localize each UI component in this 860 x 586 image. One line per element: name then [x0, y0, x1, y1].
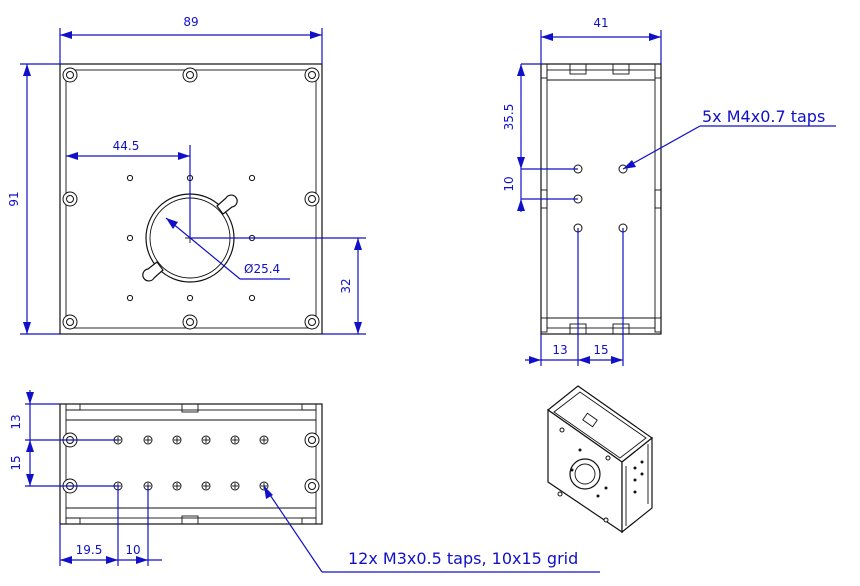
tap-height-label: 35.5 — [502, 104, 516, 131]
tap-spacing-v-label: 10 — [502, 176, 516, 191]
isometric-view — [547, 385, 653, 534]
row-offset-label: 13 — [9, 414, 23, 429]
side-width-label: 41 — [593, 16, 608, 30]
side-view-dimensions: 41 35.5 10 13 15 5x M4x0.7 taps — [502, 16, 836, 366]
m4-taps-note: 5x M4x0.7 taps — [702, 107, 825, 126]
center-offset-x-label: 44.5 — [113, 139, 140, 153]
front-width-label: 89 — [183, 15, 198, 29]
tap-spacing-h-label: 15 — [593, 343, 608, 357]
front-view-dimensions: 89 91 44.5 32 Ø25.4 — [7, 15, 366, 335]
center-offset-y-label: 32 — [339, 278, 353, 293]
row-spacing-label: 15 — [9, 455, 23, 470]
col-spacing-label: 10 — [125, 543, 140, 557]
m3-taps-note: 12x M3x0.5 taps, 10x15 grid — [348, 549, 578, 568]
bottom-view-dimensions: 13 15 19.5 10 12x M3x0.5 taps, 10x15 gri… — [9, 390, 600, 573]
col-offset-label: 19.5 — [76, 543, 103, 557]
bore-diameter-label: Ø25.4 — [244, 262, 280, 276]
bottom-view — [59, 403, 323, 525]
bottom-view-outline — [59, 403, 323, 525]
front-height-label: 91 — [7, 191, 21, 206]
tap-offset-h-label: 13 — [552, 343, 567, 357]
front-view — [59, 63, 323, 335]
